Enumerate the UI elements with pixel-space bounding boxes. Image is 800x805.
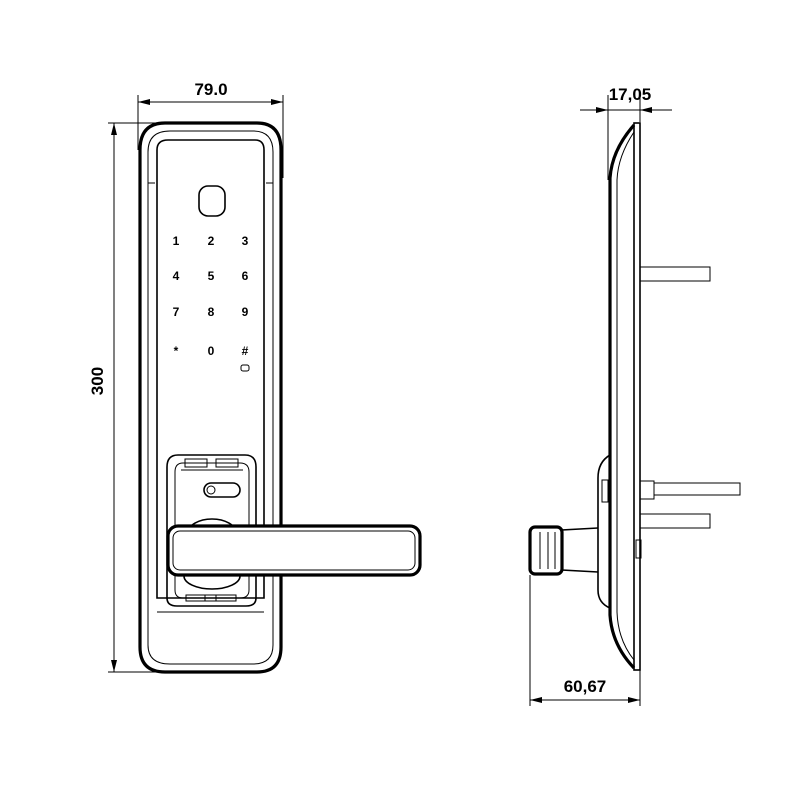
- handle-neck: [561, 527, 599, 573]
- escutcheon-inner: [174, 462, 250, 599]
- arrow-right-icon: [596, 107, 608, 113]
- side-depth-bottom-dimension: 60,67: [529, 575, 641, 706]
- arrow-up-icon: [111, 123, 117, 135]
- keypad-key: 1: [173, 234, 180, 248]
- lock-body-profile-inner: [616, 131, 635, 661]
- arrow-left-icon: [530, 697, 542, 703]
- arrow-down-icon: [111, 660, 117, 672]
- keypad-key: 2: [208, 234, 215, 248]
- front-width-label: 79.0: [194, 80, 227, 99]
- escutcheon-outline: [166, 454, 257, 607]
- front-height-dimension: 300: [88, 122, 165, 673]
- spindle-collar: [639, 480, 655, 500]
- keypad-key: #: [242, 344, 249, 358]
- keypad-key: 0: [208, 344, 215, 358]
- back-plate: [633, 122, 641, 671]
- keypad-key: 7: [173, 305, 180, 319]
- front-height-label: 300: [88, 367, 107, 395]
- spindle-top: [639, 266, 711, 282]
- keypad-key: 5: [208, 269, 215, 283]
- cylinder-icon: [206, 485, 216, 495]
- escutcheon-top-block-left: [184, 458, 208, 468]
- doorbell-icon: [240, 364, 250, 372]
- keypad-key: 6: [242, 269, 249, 283]
- keypad-key: *: [174, 344, 179, 358]
- side-depth-bottom-label: 60,67: [564, 677, 607, 696]
- key-cylinder-cover: [203, 482, 241, 498]
- side-depth-top-label: 17,05: [609, 85, 652, 104]
- escutcheon-bottom-plate: [185, 594, 237, 602]
- fingerprint-sensor-icon: [198, 185, 226, 217]
- lock-body-outline: [138, 121, 283, 674]
- arrow-left-icon: [640, 107, 652, 113]
- lever-handle: [166, 524, 422, 577]
- side-view: 17,05 60,67: [528, 85, 741, 706]
- spindle-middle: [653, 482, 741, 496]
- keypad-key: 9: [242, 305, 249, 319]
- keypad-key: 3: [242, 234, 249, 248]
- keypad: 1 2 3 4 5 6 7 8 9 * 0 #: [173, 234, 250, 372]
- handle-housing-profile: [597, 454, 611, 609]
- lock-body-profile: [608, 123, 636, 670]
- keypad-key: 8: [208, 305, 215, 319]
- spindle-bottom: [639, 513, 711, 529]
- keypad-key: 4: [173, 269, 180, 283]
- front-view: 79.0 300 1 2 3 4 5 6 7 8: [88, 80, 422, 674]
- side-depth-top-dimension: 17,05: [580, 85, 672, 180]
- housing-detail-2: [635, 539, 642, 559]
- lever-handle-inner: [172, 530, 416, 571]
- arrow-right-icon: [628, 697, 640, 703]
- housing-detail-1: [601, 479, 609, 503]
- arrow-right-icon: [271, 99, 283, 105]
- lever-handle-outline: [166, 524, 422, 577]
- lock-body-inner-outline: [147, 130, 274, 665]
- arrow-left-icon: [138, 99, 150, 105]
- handle-grip-end: [528, 525, 564, 576]
- faceplate-panel: [156, 139, 265, 599]
- escutcheon-top-block-right: [215, 458, 239, 468]
- front-width-dimension: 79.0: [137, 80, 284, 178]
